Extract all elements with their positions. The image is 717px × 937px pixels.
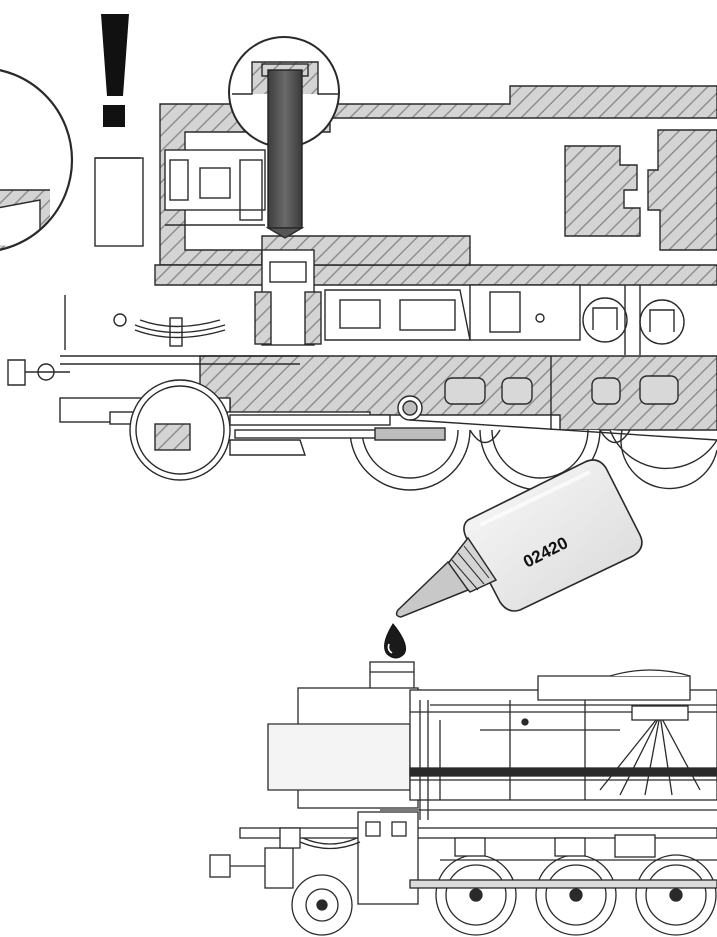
driving-wheels: [435, 854, 717, 936]
feed-pipes: [599, 705, 701, 796]
warning-exclamation-icon: !: [101, 14, 129, 127]
left-detail-circle: [0, 69, 74, 251]
oil-bottle-icon: 02420: [395, 459, 643, 618]
oil-plunger: [267, 69, 303, 229]
leaf-spring: [134, 317, 226, 347]
valve-dome-1: [582, 297, 628, 343]
cylinder-block-section: [564, 145, 641, 237]
sectional-view: !: [0, 14, 717, 491]
valve-dome-2: [639, 299, 685, 345]
oil-drop-icon: [384, 623, 407, 659]
pony-wheel: [291, 874, 353, 936]
frame-section-upper: [154, 264, 717, 286]
external-view: [209, 661, 717, 936]
